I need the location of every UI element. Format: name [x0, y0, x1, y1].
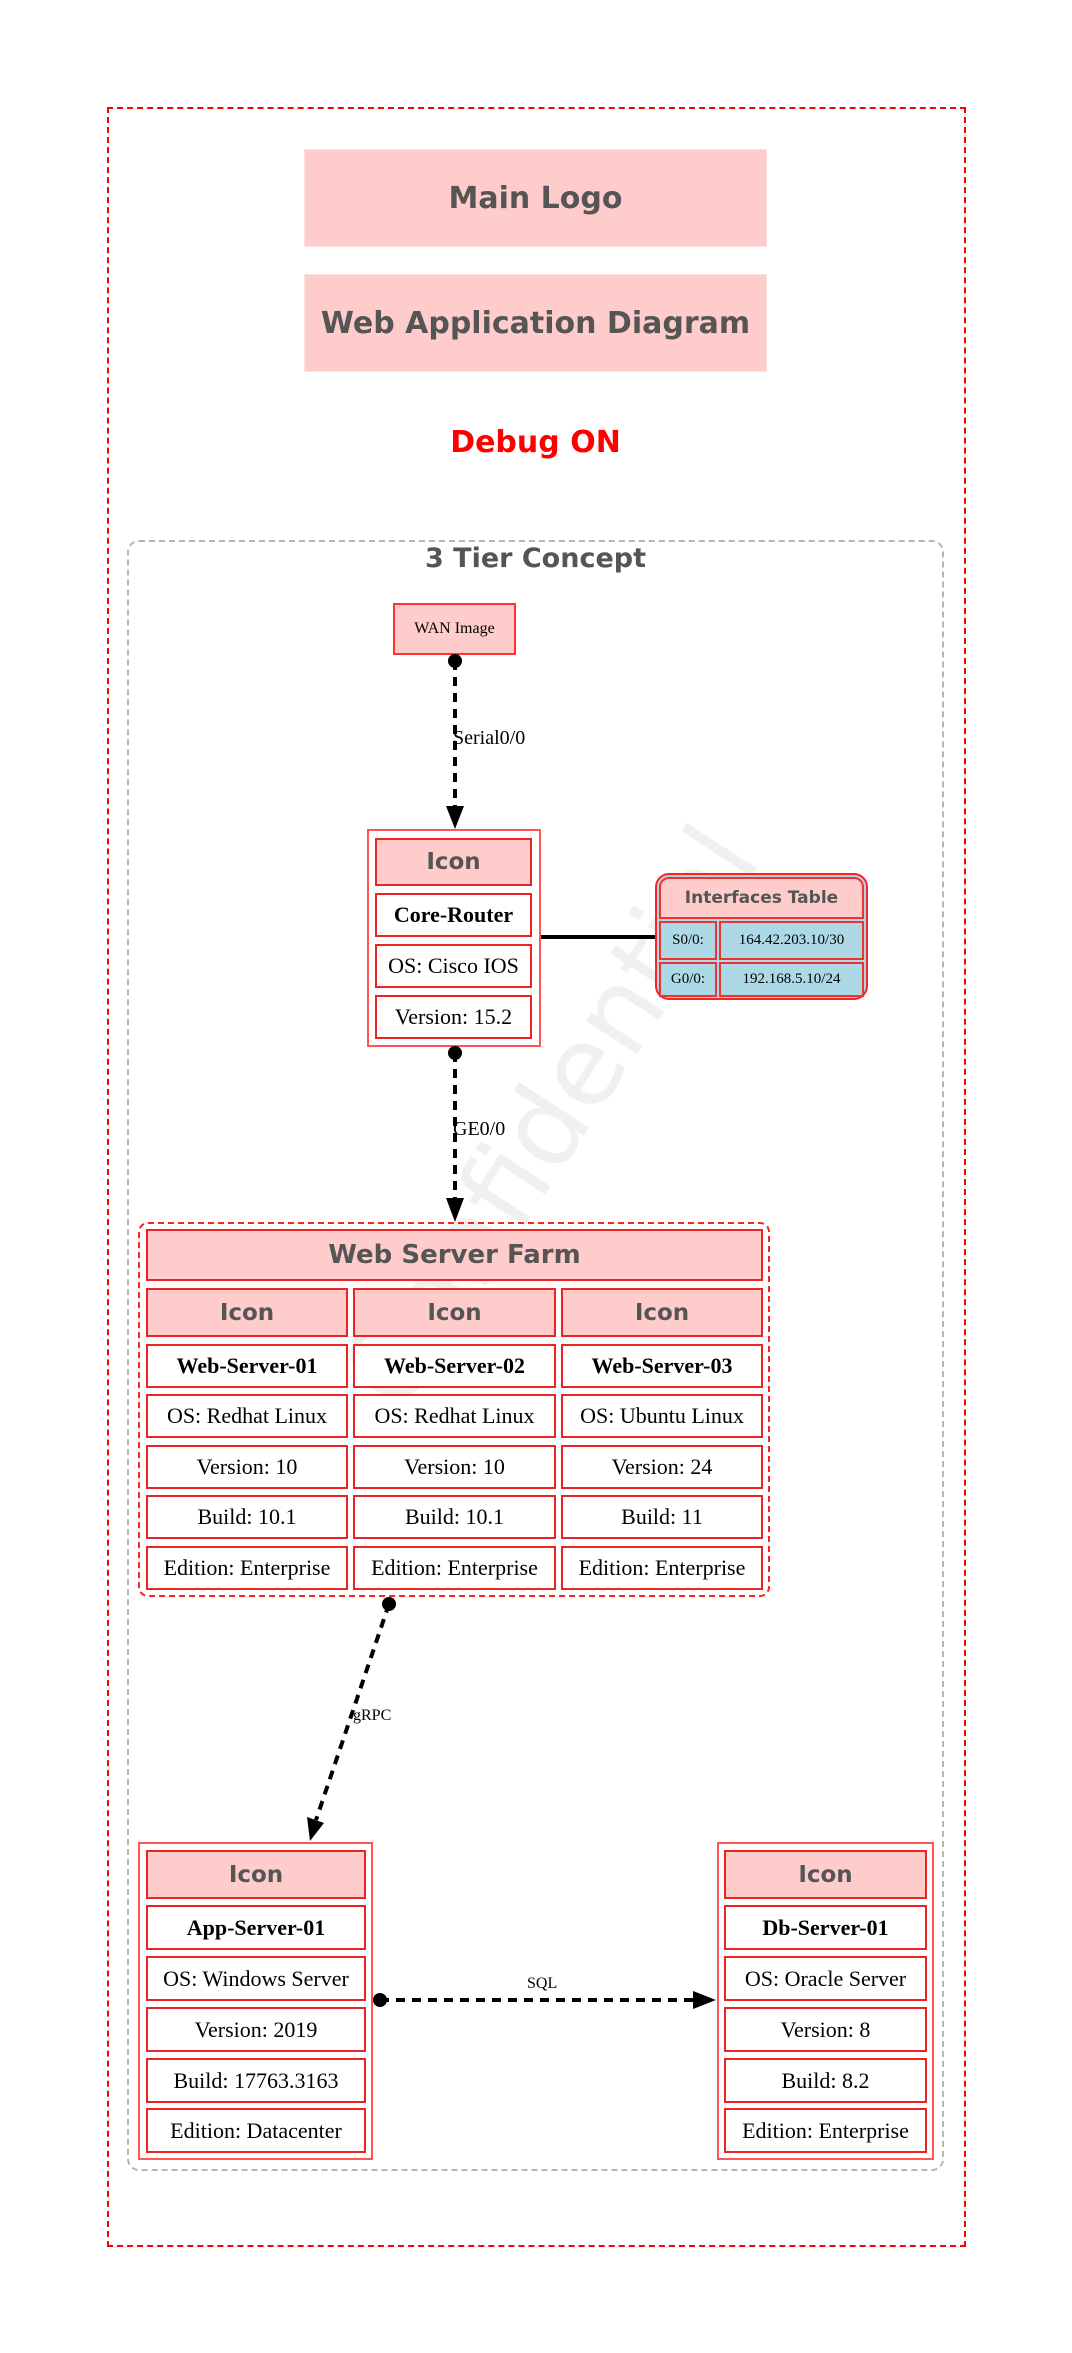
core-router-icon: Icon: [375, 838, 532, 886]
db-server-os: OS: Oracle Server: [724, 1956, 927, 2001]
db-server-version: Version: 8: [724, 2007, 927, 2052]
web-server-02-edition: Edition: Enterprise: [353, 1546, 556, 1590]
edge-wan-core[interactable]: [446, 654, 464, 829]
web-server-farm[interactable]: [138, 1222, 770, 1597]
web-server-03-name: Web-Server-03: [561, 1344, 763, 1388]
app-server-build: Build: 17763.3163: [146, 2058, 366, 2103]
iface-name-cell: S0/0:: [659, 921, 717, 960]
diagram-title: Web Application Diagram: [304, 274, 767, 372]
web-server-01-icon: Icon: [146, 1288, 348, 1337]
db-server-icon: Icon: [724, 1850, 927, 1899]
web-server-02-icon: Icon: [353, 1288, 556, 1337]
web-server-01-build: Build: 10.1: [146, 1495, 348, 1539]
web-server-03-edition: Edition: Enterprise: [561, 1546, 763, 1590]
web-server-03-version: Version: 24: [561, 1445, 763, 1489]
web-server-01-version: Version: 10: [146, 1445, 348, 1489]
core-router-name: Core-Router: [375, 893, 532, 937]
web-server-02-os: OS: Redhat Linux: [353, 1394, 556, 1438]
web-server-02-build: Build: 10.1: [353, 1495, 556, 1539]
arrow-head-icon: [693, 1991, 716, 2009]
edge-app-db[interactable]: [373, 1991, 716, 2009]
edge-farm-app[interactable]: [307, 1597, 396, 1841]
web-server-01-os: OS: Redhat Linux: [146, 1394, 348, 1438]
main-logo: Main Logo: [304, 149, 767, 247]
iface-address-cell: 164.42.203.10/30: [719, 921, 864, 960]
iface-address-cell: 192.168.5.10/24: [719, 962, 864, 997]
outer-frame: [107, 107, 966, 2247]
edge-line: [314, 1603, 391, 1821]
app-server-edition: Edition: Datacenter: [146, 2108, 366, 2153]
core-router-version: Version: 15.2: [375, 995, 532, 1039]
web-server-03-icon: Icon: [561, 1288, 763, 1337]
three-tier-cluster: [127, 540, 944, 2171]
edge-label-ge: GE0/0: [453, 1118, 506, 1140]
arrow-head-icon: [446, 806, 464, 829]
web-server-03-os: OS: Ubuntu Linux: [561, 1394, 763, 1438]
db-server-edition: Edition: Enterprise: [724, 2108, 927, 2153]
cluster-title: 3 Tier Concept: [424, 543, 647, 574]
edge-label-grpc: gRPC: [353, 1707, 392, 1724]
web-server-01-name: Web-Server-01: [146, 1344, 348, 1388]
iface-name-cell: G0/0:: [659, 962, 717, 997]
wan-node[interactable]: WAN Image: [393, 603, 516, 655]
web-server-02-name: Web-Server-02: [353, 1344, 556, 1388]
db-server-name: Db-Server-01: [724, 1905, 927, 1950]
app-server-os: OS: Windows Server: [146, 1956, 366, 2001]
arrow-head-icon: [307, 1817, 324, 1841]
web-farm-title: Web Server Farm: [146, 1229, 763, 1281]
db-server-build: Build: 8.2: [724, 2058, 927, 2103]
app-server-version: Version: 2019: [146, 2007, 366, 2052]
edge-label-serial: Serial0/0: [453, 727, 526, 749]
debug-indicator: Debug ON: [450, 425, 621, 460]
edge-label-sql: SQL: [527, 1975, 558, 1992]
web-server-01-edition: Edition: Enterprise: [146, 1546, 348, 1590]
web-server-03-build: Build: 11: [561, 1495, 763, 1539]
web-server-02-version: Version: 10: [353, 1445, 556, 1489]
arrow-head-icon: [446, 1198, 464, 1222]
app-server-icon: Icon: [146, 1850, 366, 1899]
edge-core-farm[interactable]: [446, 1046, 464, 1222]
interfaces-table-title: Interfaces Table: [659, 877, 864, 919]
app-server-name: App-Server-01: [146, 1905, 366, 1950]
core-router-os: OS: Cisco IOS: [375, 944, 532, 988]
